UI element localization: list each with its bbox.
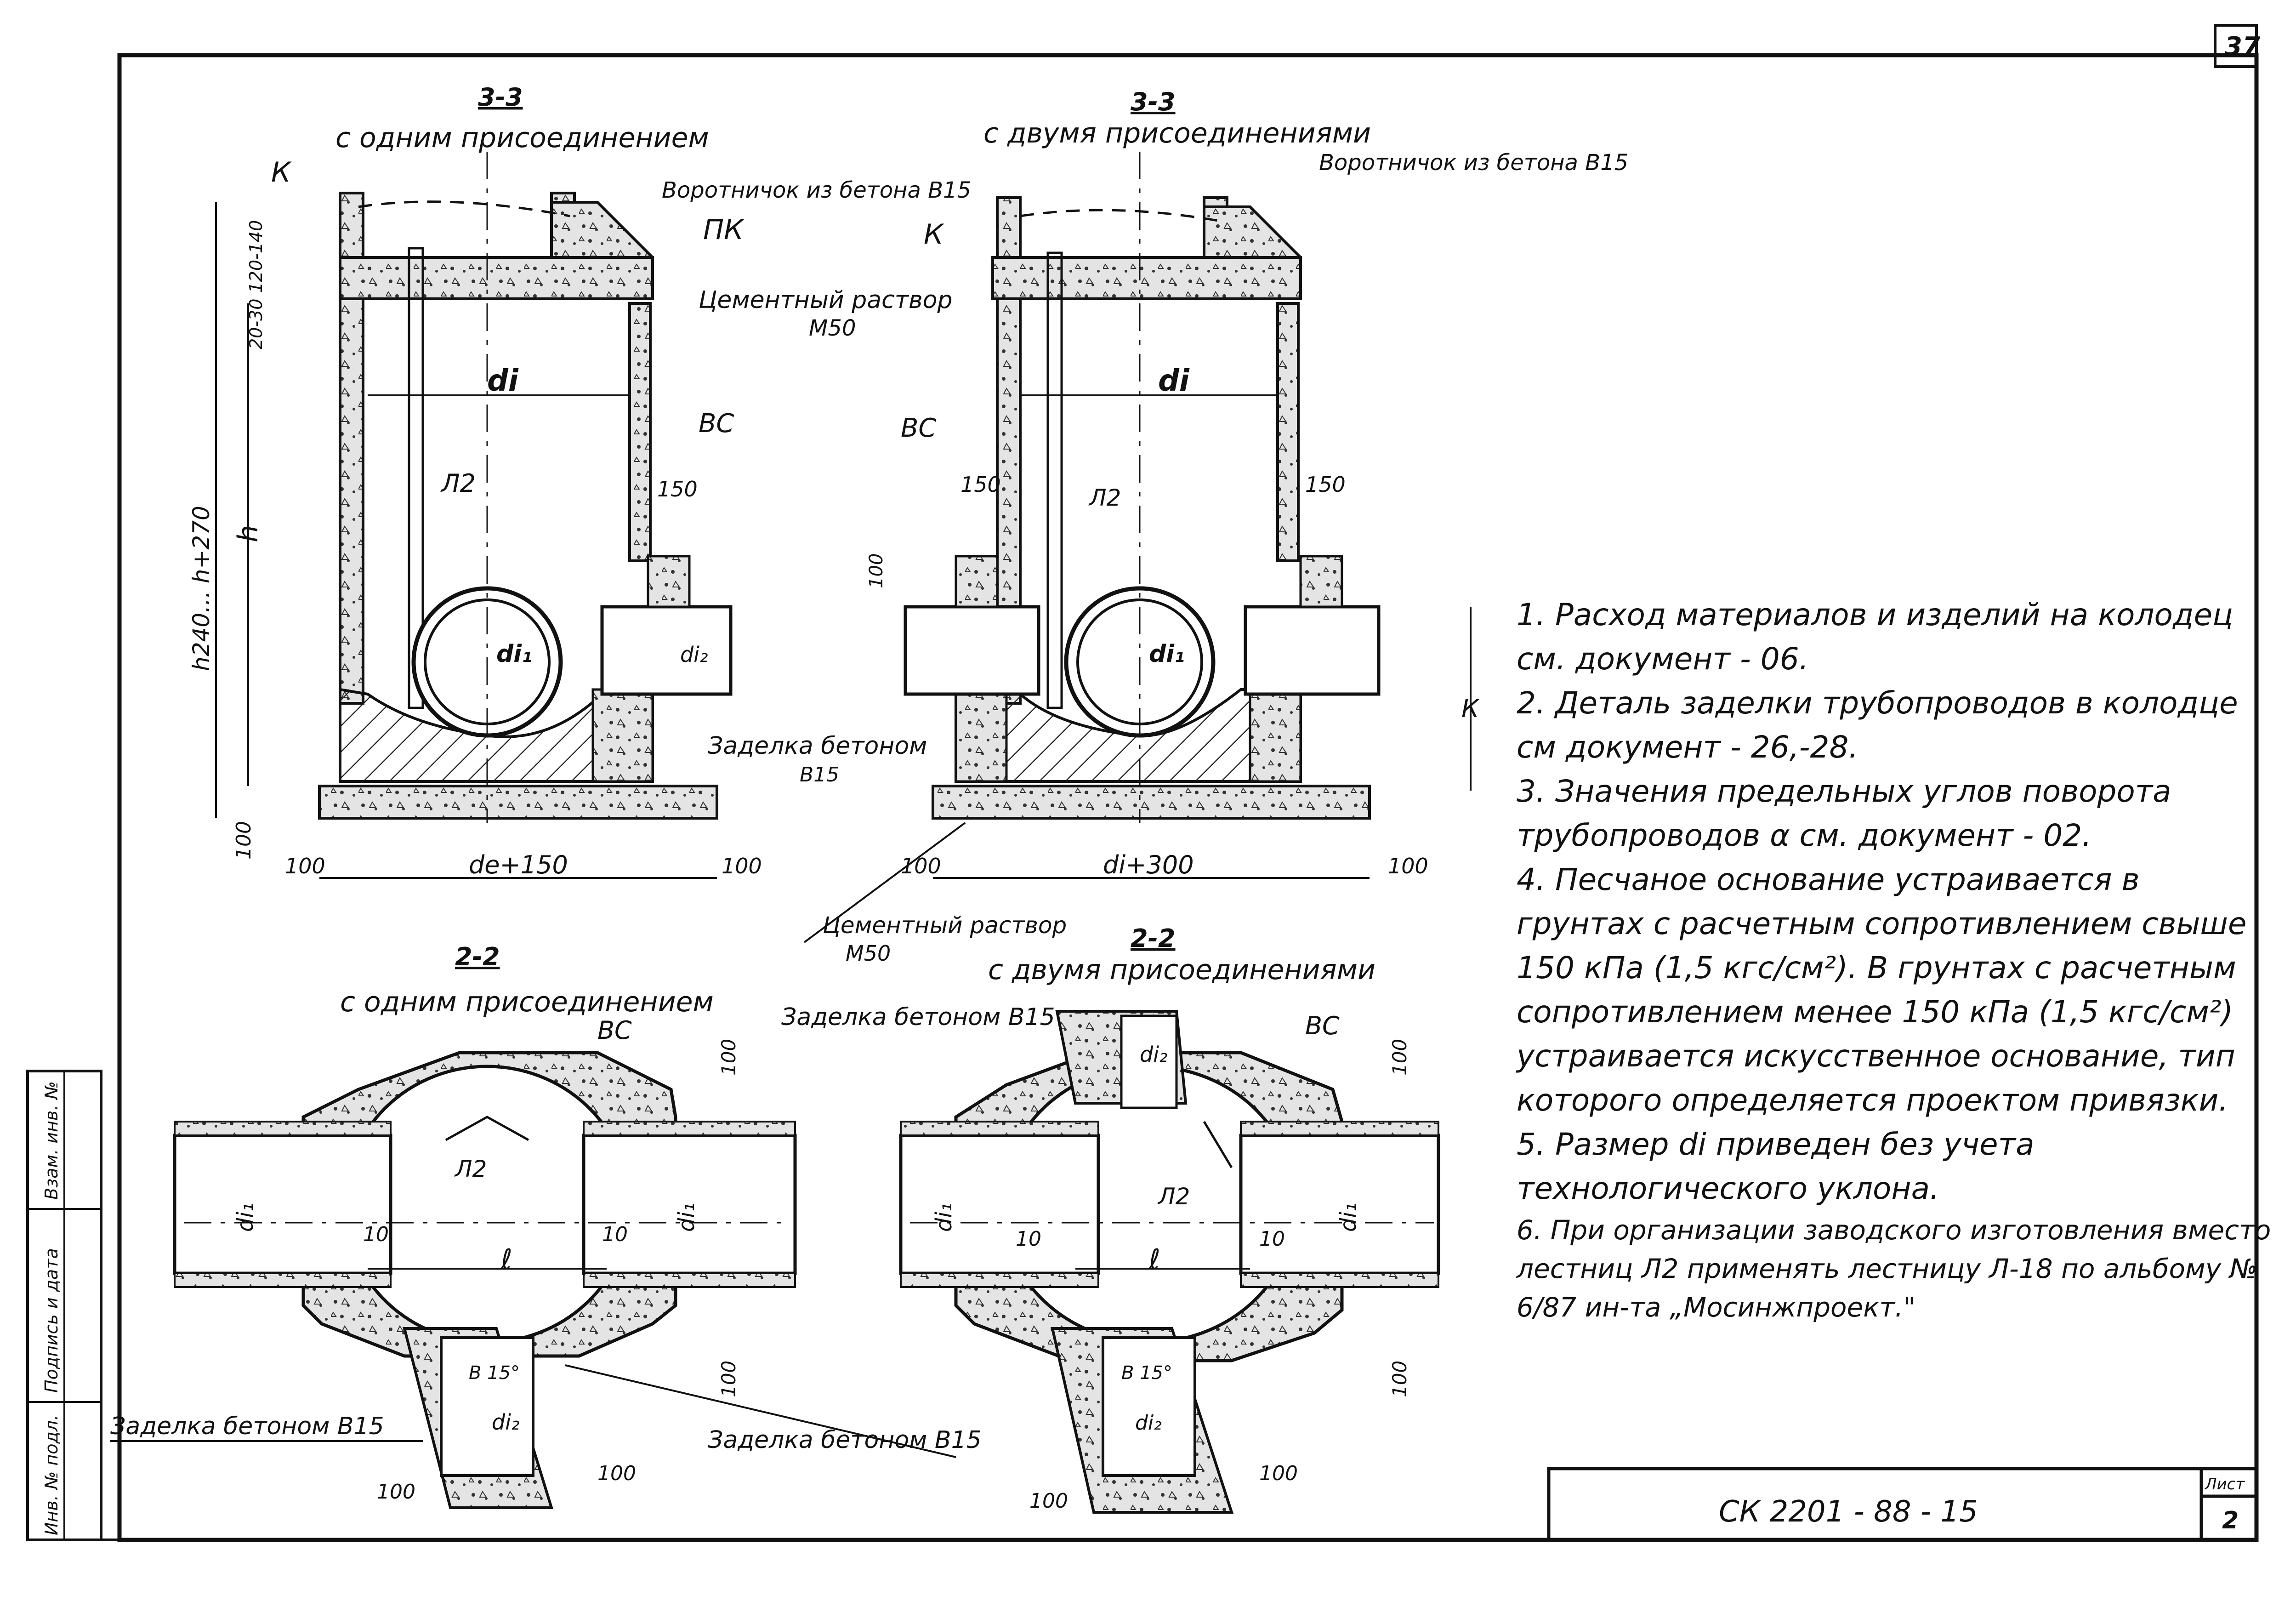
label-bc-one: ВС bbox=[699, 409, 734, 439]
stamp-cell-2: Подпись и дата bbox=[41, 1248, 62, 1393]
label-seal-22-two: Заделка бетоном В15 bbox=[781, 1003, 1055, 1031]
label-di2-22-two: di₂ bbox=[1140, 1042, 1167, 1067]
label-100-22-two-bot: 100 bbox=[1388, 1361, 1411, 1397]
label-100-one-right: 100 bbox=[722, 854, 762, 878]
label-di1-22-one-l: di₁ bbox=[233, 1203, 258, 1232]
section-22-one-subtitle: с одним присоединением bbox=[340, 986, 714, 1018]
label-100-22-one-b: 100 bbox=[597, 1462, 636, 1485]
label-100-two-right: 100 bbox=[1388, 854, 1428, 878]
label-10-22-two-r: 10 bbox=[1259, 1227, 1285, 1251]
label-seal-one: Заделка бетоном bbox=[708, 732, 927, 760]
stamp-cell-3: Взам. инв. № bbox=[41, 1081, 62, 1200]
label-base-two: di+300 bbox=[1103, 850, 1194, 879]
label-100-22-one-top: 100 bbox=[717, 1039, 740, 1076]
label-10-22-two-l: 10 bbox=[1016, 1227, 1041, 1251]
label-di1-22-two-l: di₁ bbox=[931, 1203, 957, 1232]
label-di1-two: di₁ bbox=[1149, 640, 1185, 668]
section-33-two-subtitle: с двумя присоединениями bbox=[983, 117, 1371, 149]
section-33-two: 3-3 с двумя присоединениями Воротничок и… bbox=[803, 87, 1628, 966]
label-100-22-one-a: 100 bbox=[377, 1480, 415, 1504]
sheet-frame bbox=[26, 24, 2259, 1542]
list-label: Лист bbox=[2204, 1475, 2245, 1493]
label-bc-two: ВС bbox=[901, 413, 937, 443]
label-150-one: 150 bbox=[657, 477, 698, 501]
label-di1-one: di₁ bbox=[496, 640, 532, 668]
note-1: 1. Расход материалов и изделий на колоде… bbox=[1517, 597, 2233, 677]
section-33-one: 3-3 с одним присоединением К Воротничок … bbox=[188, 83, 971, 879]
label-ladder-one: Л2 bbox=[440, 469, 476, 498]
label-l-22-two: ℓ bbox=[1148, 1243, 1160, 1276]
section-33-two-mark: 3-3 bbox=[1131, 87, 1176, 116]
label-top-dims: 20-30 120-140 bbox=[246, 220, 266, 349]
section-22-two-subtitle: с двумя присоединениями bbox=[988, 954, 1375, 986]
label-collar-two: Воротничок из бетона В15 bbox=[1319, 150, 1628, 176]
label-di1-22-one-r: di₁ bbox=[674, 1203, 699, 1232]
label-di-two: di bbox=[1158, 364, 1190, 398]
note-3: 3. Значения предельных углов поворота тр… bbox=[1517, 774, 2171, 853]
section-22-one: 2-2 с одним присоединением ВС Л2 di₁ di₁… bbox=[110, 942, 982, 1509]
section-22-one-mark: 2-2 bbox=[455, 942, 500, 971]
label-seal-grade-one: В15 bbox=[800, 763, 839, 786]
label-h-range: h240... h+270 bbox=[188, 506, 215, 671]
list-number: 2 bbox=[2222, 1507, 2239, 1534]
label-k-dim: К bbox=[1461, 694, 1480, 723]
section-22-two-mark: 2-2 bbox=[1131, 924, 1176, 953]
label-bc-22-two: ВС bbox=[1305, 1011, 1340, 1040]
notes-list: 1. Расход материалов и изделий на колоде… bbox=[1517, 593, 2275, 1327]
label-pk-one: ПК bbox=[703, 214, 744, 246]
label-100-two-left: 100 bbox=[901, 854, 941, 878]
label-k-one: К bbox=[271, 156, 292, 188]
label-10-22-one-l: 10 bbox=[363, 1223, 389, 1246]
label-di2-one: di₂ bbox=[680, 642, 708, 667]
label-cement-grade-two: М50 bbox=[846, 941, 891, 966]
label-h-one: h bbox=[232, 525, 264, 542]
label-collar-one: Воротничок из бетона В15 bbox=[662, 177, 971, 203]
note-5: 5. Размер di приведен без учета технолог… bbox=[1517, 1127, 2035, 1206]
label-100-one-left: 100 bbox=[285, 854, 325, 878]
label-10-22-one-r: 10 bbox=[602, 1223, 628, 1246]
stamp-cell-1: Инв. № подл. bbox=[41, 1415, 62, 1535]
label-cement-one: Цементный раствор bbox=[699, 286, 952, 314]
label-150-two-left: 150 bbox=[960, 472, 1001, 497]
label-ladder-22-two: Л2 bbox=[1157, 1183, 1190, 1210]
label-100-22-two-a: 100 bbox=[1029, 1489, 1068, 1513]
label-angle-22-one: В 15° bbox=[469, 1362, 520, 1384]
label-100-two-v: 100 bbox=[866, 553, 887, 588]
section-22-two: 2-2 с двумя присоединениями Заделка бето… bbox=[781, 924, 1440, 1514]
label-di1-22-two-r: di₁ bbox=[1336, 1203, 1361, 1232]
title-block bbox=[1547, 1467, 2258, 1542]
page-number: 37 bbox=[2224, 32, 2260, 62]
label-cement-two: Цементный раствор bbox=[823, 912, 1067, 939]
label-100-22-two-top: 100 bbox=[1388, 1039, 1411, 1076]
label-di2-22-one: di₂ bbox=[492, 1410, 519, 1435]
label-100-one-v: 100 bbox=[232, 821, 256, 860]
label-k-two: К bbox=[924, 218, 944, 251]
label-bc-22-one: ВС bbox=[597, 1016, 632, 1045]
label-150-two-right: 150 bbox=[1305, 472, 1346, 497]
label-ladder-22-one: Л2 bbox=[454, 1156, 487, 1182]
label-100-22-one-bot: 100 bbox=[717, 1361, 740, 1397]
label-base-one: de+150 bbox=[469, 850, 568, 879]
label-100-22-two-b: 100 bbox=[1259, 1462, 1298, 1485]
note-4: 4. Песчаное основание устраивается в гру… bbox=[1517, 862, 2247, 1118]
label-di2-22-two-b: di₂ bbox=[1135, 1411, 1162, 1435]
note-6: 6. При организации заводского изготовлен… bbox=[1517, 1214, 2271, 1323]
label-l-22-one: ℓ bbox=[500, 1243, 512, 1276]
label-seal-22-one: Заделка бетоном В15 bbox=[110, 1413, 384, 1440]
doc-code: СК 2201 - 88 - 15 bbox=[1719, 1495, 1978, 1529]
side-stamp: Инв. № подл. Подпись и дата Взам. инв. № bbox=[41, 1081, 62, 1535]
label-di-one: di bbox=[487, 364, 519, 398]
label-angle-22-two: В 15° bbox=[1121, 1362, 1172, 1384]
section-33-one-mark: 3-3 bbox=[478, 83, 523, 112]
note-2: 2. Деталь заделки трубопроводов в колодц… bbox=[1517, 685, 2238, 765]
label-ladder-two: Л2 bbox=[1088, 484, 1121, 511]
label-cement-grade-one: М50 bbox=[809, 315, 856, 341]
section-33-one-subtitle: с одним присоединением bbox=[335, 122, 709, 154]
